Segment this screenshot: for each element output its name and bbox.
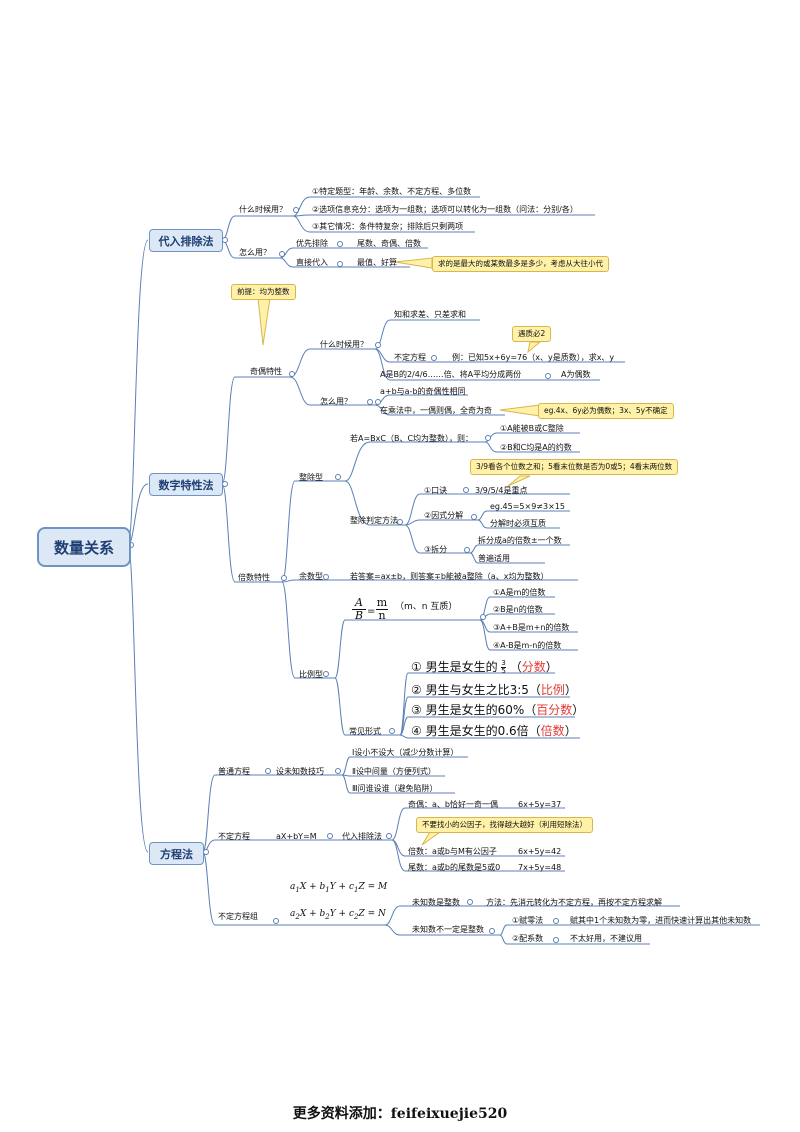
system-case: 未知数是整数 bbox=[412, 898, 460, 907]
remainder-label: 余数型 bbox=[299, 572, 323, 581]
system-method: 方法：先消元转化为不定方程，再按不定方程求解 bbox=[486, 898, 662, 907]
remainder-value: 若答案=ax±b，则答案∓b能被a整除（a、x均为整数） bbox=[350, 572, 549, 581]
when-item: ③其它情况：条件特复杂；排除后只剩两项 bbox=[312, 222, 464, 231]
divisible-condition: 若A=BxC（B、C均为整数），则： bbox=[350, 434, 474, 443]
method-item: ③拆分 bbox=[424, 545, 448, 554]
parity-when: 什么时候用？ bbox=[320, 340, 368, 349]
when-item: ①特定题型：年龄、余数、不定方程、多位数 bbox=[312, 187, 472, 196]
system-sub: ①赋零法 bbox=[512, 916, 544, 925]
tip-item: Ⅰ设小不设大（减少分数计算） bbox=[352, 748, 459, 757]
indef-rule-example: 6x+5y=37 bbox=[518, 800, 562, 809]
divisible-method: 整除判定方法 bbox=[350, 516, 398, 525]
parity-when-item: A是B的2/4/6……倍、将A平均分成两份 bbox=[380, 370, 522, 379]
how-option: 优先排除 bbox=[296, 239, 328, 248]
indef-rule: 尾数：a或b的尾数是5或0 bbox=[408, 863, 501, 872]
indef-equation-label: 不定方程 bbox=[218, 832, 250, 841]
indef-method: 代入排除法 bbox=[342, 832, 382, 841]
section-number-property[interactable]: 数字特性法 bbox=[149, 473, 223, 496]
parity-when-item: 知和求差、只差求和 bbox=[394, 310, 466, 319]
parity-label: 奇偶特性 bbox=[250, 367, 282, 376]
when-label: 什么时候用？ bbox=[239, 205, 287, 214]
how-option-value: 最值、好算 bbox=[357, 258, 397, 267]
note-max-value: 求的是最大的或某数最多是多少，考虑从大往小代 bbox=[432, 256, 609, 272]
parity-how-item: 在乘法中，一偶则偶，全奇为奇 bbox=[380, 406, 492, 415]
parity-example: 例：已知5x+6y=76（x、y是质数），求x、y bbox=[452, 353, 615, 362]
parity-result: A为偶数 bbox=[561, 370, 591, 379]
how-option-value: 尾数、奇偶、倍数 bbox=[357, 239, 421, 248]
divisible-item: ①A能被B或C整除 bbox=[500, 424, 564, 433]
section-equation[interactable]: 方程法 bbox=[149, 842, 204, 865]
parity-how: 怎么用？ bbox=[320, 397, 352, 406]
how-label: 怎么用？ bbox=[239, 248, 271, 257]
note-premise: 前提：均为整数 bbox=[231, 284, 296, 300]
method-value: 拆分成a的倍数±一个数 bbox=[478, 536, 562, 545]
indef-rule: 倍数：a或b与M有公因子 bbox=[408, 847, 497, 856]
ratio-label: 比例型 bbox=[299, 670, 323, 679]
ratio-item: ②B是n的倍数 bbox=[493, 605, 543, 614]
indef-equation-form: aX+bY=M bbox=[276, 832, 317, 841]
note-divisibility-rules: 3/9看各个位数之和；5看末位数是否为0或5；4看末两位数 bbox=[470, 459, 679, 475]
divisible-label: 整除型 bbox=[299, 473, 323, 482]
multiple-label: 倍数特性 bbox=[238, 573, 270, 582]
divisible-item: ②B和C均是A的约数 bbox=[500, 443, 572, 452]
parity-how-item: a+b与a-b的奇偶性相同 bbox=[380, 387, 466, 396]
indef-rule-example: 6x+5y=42 bbox=[518, 847, 562, 856]
method-value: eg.45=5×9≠3×15 bbox=[490, 502, 565, 511]
method-value: 普遍适用 bbox=[478, 554, 510, 563]
equation-system-2: a2X + b2Y + c2Z = N bbox=[290, 909, 386, 921]
parity-when-item: 不定方程 bbox=[394, 353, 426, 362]
indef-rule-example: 7x+5y=48 bbox=[518, 863, 562, 872]
system-case: 未知数不一定是整数 bbox=[412, 925, 484, 934]
ratio-item: ③A+B是m+n的倍数 bbox=[493, 623, 570, 632]
ratio-condition: （m、n 互质） bbox=[395, 602, 458, 612]
ratio-fraction-ab: A B bbox=[352, 597, 366, 622]
normal-equation-label: 普通方程 bbox=[218, 767, 250, 776]
system-sub: ②配系数 bbox=[512, 934, 544, 943]
tip-item: Ⅱ设中间量（方便列式） bbox=[352, 767, 436, 776]
common-form-item: ③ 男生是女生的60%（百分数） bbox=[411, 703, 585, 717]
note-prime: 遇质必2 bbox=[512, 326, 552, 342]
how-option: 直接代入 bbox=[296, 258, 328, 267]
method-item: ①口诀 bbox=[424, 486, 448, 495]
system-sub-value: 赋其中1个未知数为零，进而快速计算出其他未知数 bbox=[570, 916, 752, 925]
common-form-item: ④ 男生是女生的0.6倍（倍数） bbox=[411, 724, 577, 738]
method-value: 分解时必须互质 bbox=[490, 519, 546, 528]
note-even: eg.4x、6y必为偶数；3x、5y不确定 bbox=[538, 403, 674, 419]
when-item: ②选项信息充分：选项为一组数；选项可以转化为一组数（问法：分别/各） bbox=[312, 205, 578, 214]
ratio-fraction-mn: m n bbox=[376, 596, 388, 622]
equation-system-1: a1X + b1Y + c1Z = M bbox=[290, 882, 388, 894]
indef-rule: 奇偶：a、b恰好一奇一偶 bbox=[408, 800, 498, 809]
tip-item: Ⅲ问谁设谁（避免陷阱） bbox=[352, 784, 438, 793]
variable-tip-label: 设未知数技巧 bbox=[276, 767, 324, 776]
system-sub-value: 不太好用，不建议用 bbox=[570, 934, 642, 943]
common-form-label: 常见形式 bbox=[349, 727, 381, 736]
footer-contact: 更多资料添加：feifeixuejie520 bbox=[292, 1106, 508, 1122]
method-item: ②因式分解 bbox=[424, 511, 464, 520]
section-substitution[interactable]: 代入排除法 bbox=[149, 229, 223, 252]
common-form-item: ② 男生与女生之比3:5（比例） bbox=[411, 683, 577, 697]
note-common-factor: 不要找小的公因子，找得越大越好（利用短除法） bbox=[416, 817, 593, 833]
equation-system-label: 不定方程组 bbox=[218, 912, 258, 921]
ratio-item: ④A-B是m-n的倍数 bbox=[493, 641, 562, 650]
method-value: 3/9/5/4是重点 bbox=[475, 486, 528, 495]
root-node[interactable]: 数量关系 bbox=[37, 527, 131, 567]
ratio-item: ①A是m的倍数 bbox=[493, 588, 546, 597]
